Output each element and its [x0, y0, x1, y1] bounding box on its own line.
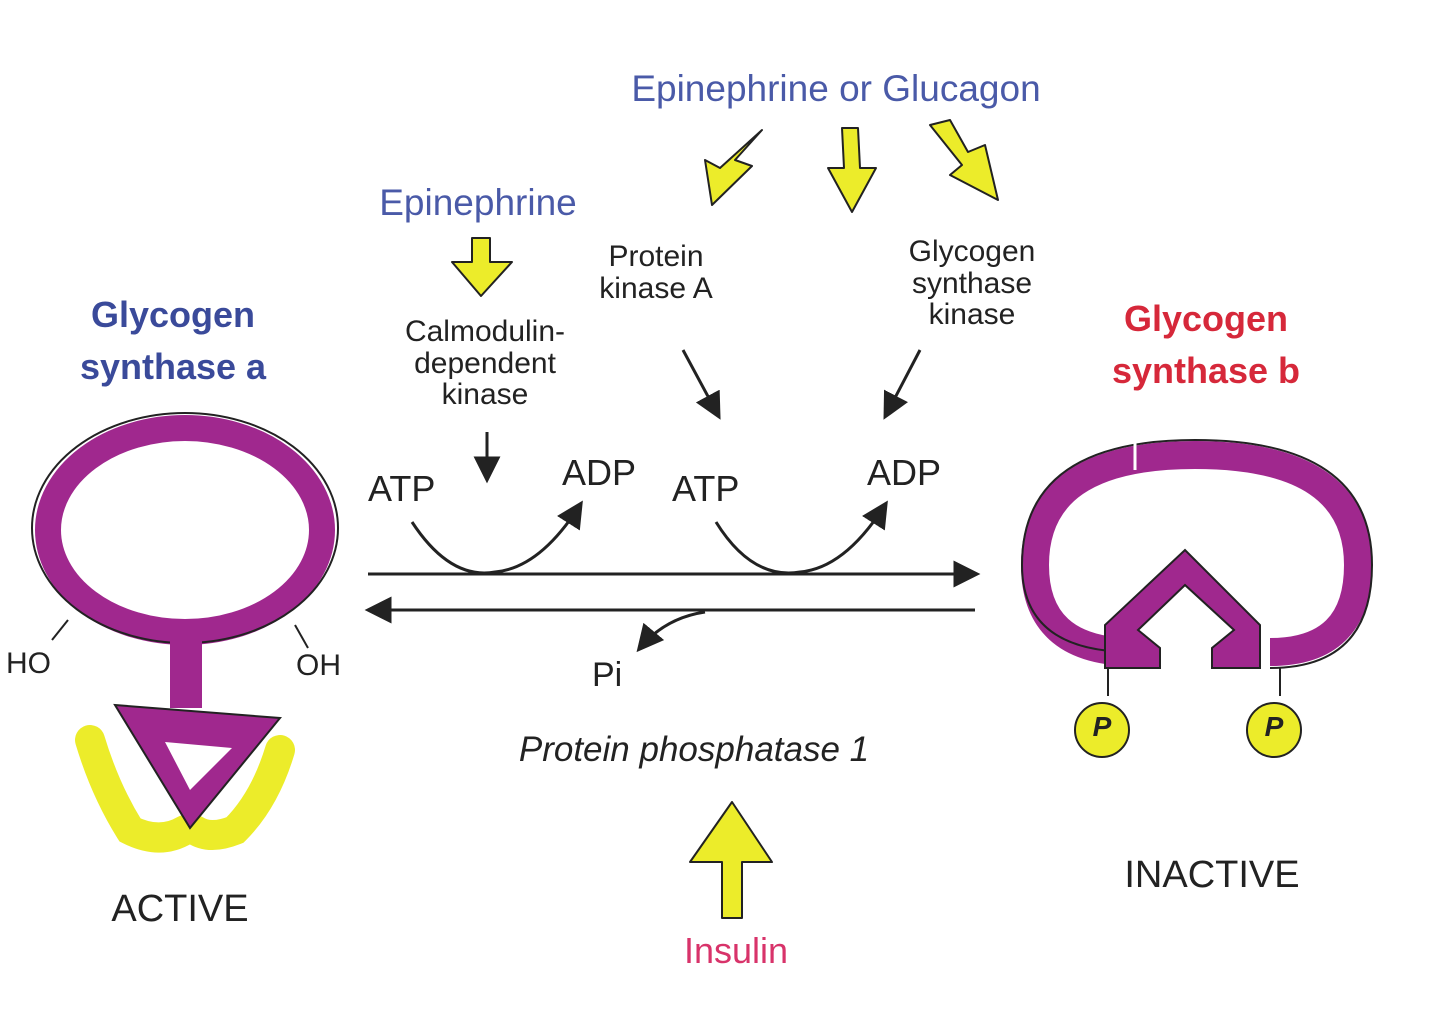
atp-adp-curve-2: [714, 500, 888, 575]
pi-label: Pi: [592, 656, 623, 694]
kinase-glycogen-synthase-kinase: Glycogen synthase kinase: [909, 236, 1036, 331]
pi-release-curve: [636, 610, 706, 653]
glycogen-synthase-b-title: Glycogen synthase b: [1112, 300, 1300, 390]
yellow-arrow-epinephrine: [451, 237, 513, 297]
atp-label-2: ATP: [672, 468, 740, 509]
atp-label-1: ATP: [368, 468, 436, 509]
gsk-line-2: synthase: [911, 266, 1033, 300]
gsk-line-3: kinase: [928, 298, 1016, 331]
camk-line-1: Calmodulin-: [404, 315, 566, 348]
adp-label-2: ADP: [867, 452, 942, 493]
pka-arrow: [681, 349, 721, 420]
phosphate-circle-left: [1074, 702, 1130, 758]
atp-adp-curve-1: [410, 500, 583, 575]
synthase-b-line-2: synthase b: [1111, 349, 1301, 391]
inactive-state-label: INACTIVE: [1124, 854, 1300, 896]
yellow-arrow-insulin: [689, 801, 773, 919]
pka-line-1: Protein: [608, 240, 704, 273]
oh-label: OH: [296, 649, 341, 682]
hormone-epinephrine-or-glucagon: Epinephrine or Glucagon: [631, 68, 1041, 109]
active-state-label: ACTIVE: [111, 888, 249, 930]
camk-line-2: dependent: [414, 346, 556, 380]
yellow-arrow-to-gsk: [929, 119, 999, 201]
yellow-arrow-to-pka: [704, 129, 763, 206]
synthase-a-line-2: synthase a: [79, 345, 267, 387]
synthase-a-line-1: Glycogen: [90, 294, 256, 335]
glycogen-synthase-a-shape: [31, 412, 339, 853]
phosphate-circle-right: [1246, 702, 1302, 758]
glycogen-synthase-a-title: Glycogen synthase a: [80, 296, 266, 386]
synthase-b-line-1: Glycogen: [1123, 298, 1289, 339]
gsk-arrow: [883, 349, 922, 420]
camk-line-3: kinase: [441, 378, 529, 411]
gsk-line-1: Glycogen: [908, 235, 1036, 268]
protein-phosphatase-1-label: Protein phosphatase 1: [518, 730, 870, 769]
phosphate-label-left: P: [1092, 711, 1112, 742]
hormone-insulin: Insulin: [683, 930, 789, 971]
kinase-calmodulin-dependent: Calmodulin- dependent kinase: [405, 316, 565, 411]
yellow-arrow-center: [827, 127, 877, 213]
epinephrine-glucagon-arrows: [704, 119, 999, 213]
ho-label: HO: [6, 647, 51, 680]
pka-line-2: kinase A: [599, 271, 713, 305]
kinase-protein-kinase-a: Protein kinase A: [599, 241, 712, 304]
phosphate-label-right: P: [1264, 711, 1284, 742]
adp-label-1: ADP: [562, 452, 637, 493]
hormone-epinephrine: Epinephrine: [379, 182, 577, 223]
glycogen-synthase-b-shape: [1020, 438, 1374, 758]
